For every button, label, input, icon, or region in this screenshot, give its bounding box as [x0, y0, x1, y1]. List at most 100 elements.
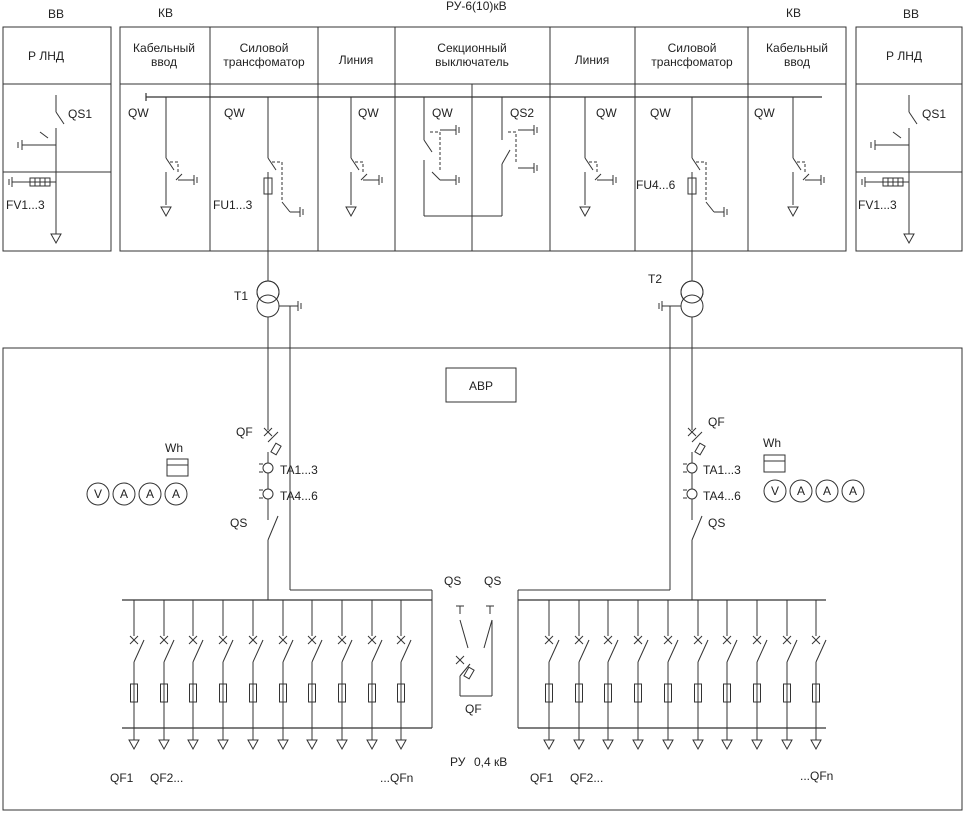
fv-left-label: FV1...3	[6, 198, 45, 212]
fuse-icon	[604, 683, 612, 703]
hv-cell-1-qw: QW	[128, 106, 149, 120]
fuse-left-icon	[263, 177, 273, 195]
lv-feeder	[810, 600, 827, 751]
right-qf-label: QF	[708, 415, 725, 429]
meter-icon	[815, 479, 839, 503]
left-qf-label: QF	[236, 425, 253, 439]
cable-end-icon	[336, 739, 348, 751]
hv-switches	[160, 97, 825, 218]
fuse-icon	[723, 683, 731, 703]
avr-box	[445, 367, 517, 403]
meter-icon	[112, 482, 136, 506]
rlnd-right-label: Р ЛНД	[886, 49, 922, 63]
fuse-icon	[694, 683, 702, 703]
transformer-t1: T1	[234, 280, 302, 318]
qs1-left-label: QS1	[68, 107, 92, 121]
meter-letter: A	[172, 487, 180, 501]
cable-end-icon	[810, 739, 822, 751]
lv-feeder	[543, 600, 560, 751]
t2-label: T2	[648, 272, 662, 286]
meter-icon	[789, 479, 813, 503]
cable-end-icon	[366, 739, 378, 751]
fuse-icon	[664, 683, 672, 703]
cable-end-icon	[306, 739, 318, 751]
cable-end-icon	[395, 739, 407, 751]
meter-letter: A	[849, 484, 857, 498]
fuse-icon	[338, 683, 346, 703]
ru-hv-label: РУ-6(10)кВ	[446, 0, 507, 13]
hv-cell-7-subtitle: ввод	[784, 55, 810, 69]
feeders-right	[543, 600, 827, 751]
left-qfn-label: ...QFn	[380, 771, 413, 785]
left-wh-meter-icon	[166, 458, 189, 477]
cable-end-icon	[721, 739, 733, 751]
fuse-icon	[575, 683, 583, 703]
hv-load-break-switch	[160, 97, 198, 218]
cable-end-icon	[128, 739, 140, 751]
hv-cell-3-title: Линия	[339, 53, 373, 67]
lv-busbars	[122, 599, 826, 729]
sect-qf-label: QF	[465, 702, 482, 716]
cable-end-icon	[217, 739, 229, 751]
cable-end-icon	[160, 206, 172, 218]
right-qfn-label: ...QFn	[800, 769, 833, 783]
lv-feeder	[366, 600, 383, 751]
fuse-icon	[634, 683, 642, 703]
hv-cell-4-qw: QW	[432, 106, 453, 120]
right-ta4-label: TA4...6	[703, 489, 741, 503]
avr-label: АВР	[469, 379, 493, 393]
feeders-left	[128, 600, 412, 751]
fuse-icon	[783, 683, 791, 703]
cable-end-icon	[579, 206, 591, 218]
lv-feeder	[336, 600, 353, 751]
fuse-icon	[397, 683, 405, 703]
lv-feeder	[306, 600, 323, 751]
hv-cell-7-qw: QW	[754, 106, 775, 120]
lv-feeder	[247, 600, 264, 751]
qs1-right-label: QS1	[922, 107, 946, 121]
hv-cell-6-subtitle: трансфоматор	[651, 55, 733, 69]
rlnd-left-label: Р ЛНД	[28, 49, 64, 63]
lv-feeder	[128, 600, 145, 751]
lv-feeder	[573, 600, 590, 751]
lv-right-incomer: QF TA1...3 TA4...6 QS Wh	[517, 306, 786, 612]
lv-feeder	[217, 600, 234, 751]
hv-cell-2-qw: QW	[224, 106, 245, 120]
meter-letter: V	[771, 484, 779, 498]
hv-device-labels: QW QW FU1...3 QW QW QS2 QW QW FU4...6 QW	[128, 106, 775, 212]
hv-switchgear	[119, 26, 847, 252]
left-ta4-label: TA4...6	[280, 489, 318, 503]
cable-end-icon	[158, 739, 170, 751]
hv-cell-1-title: Кабельный	[133, 41, 195, 55]
cable-end-icon	[632, 739, 644, 751]
fuse-icon	[279, 683, 287, 703]
transformer-t2: T2	[648, 272, 704, 318]
fv-right-label: FV1...3	[858, 198, 897, 212]
lv-left-incomer: QF TA1...3 TA4...6 QS Wh	[165, 306, 433, 612]
hv-cell-7-title: Кабельный	[766, 41, 828, 55]
cable-end-icon	[543, 739, 555, 751]
right-wh-meter-icon	[763, 454, 786, 473]
fuse-icon	[545, 683, 553, 703]
hv-cell-4-subtitle: выключатель	[435, 55, 509, 69]
lv-feeder	[781, 600, 798, 751]
meter-icon	[841, 479, 865, 503]
fu-left-label: FU1...3	[213, 198, 253, 212]
cable-end-icon	[247, 739, 259, 751]
hv-load-break-switch	[345, 97, 383, 218]
hv-cell-4-title: Секционный	[437, 41, 506, 55]
cable-end-icon	[573, 739, 585, 751]
right-ta1-label: TA1...3	[703, 463, 741, 477]
lv-feeder	[751, 600, 768, 751]
lv-switchgear: АВР	[2, 347, 963, 811]
cable-end-icon	[277, 739, 289, 751]
vv-right-panel: Р ЛНД QS1 FV1...3	[855, 26, 963, 252]
hv-cell-6-qw: QW	[650, 106, 671, 120]
hv-cell-6-title: Силовой	[668, 41, 717, 55]
cable-end-icon	[662, 739, 674, 751]
hv-sectional-cell	[423, 97, 538, 217]
hv-load-break-switch	[787, 97, 825, 218]
